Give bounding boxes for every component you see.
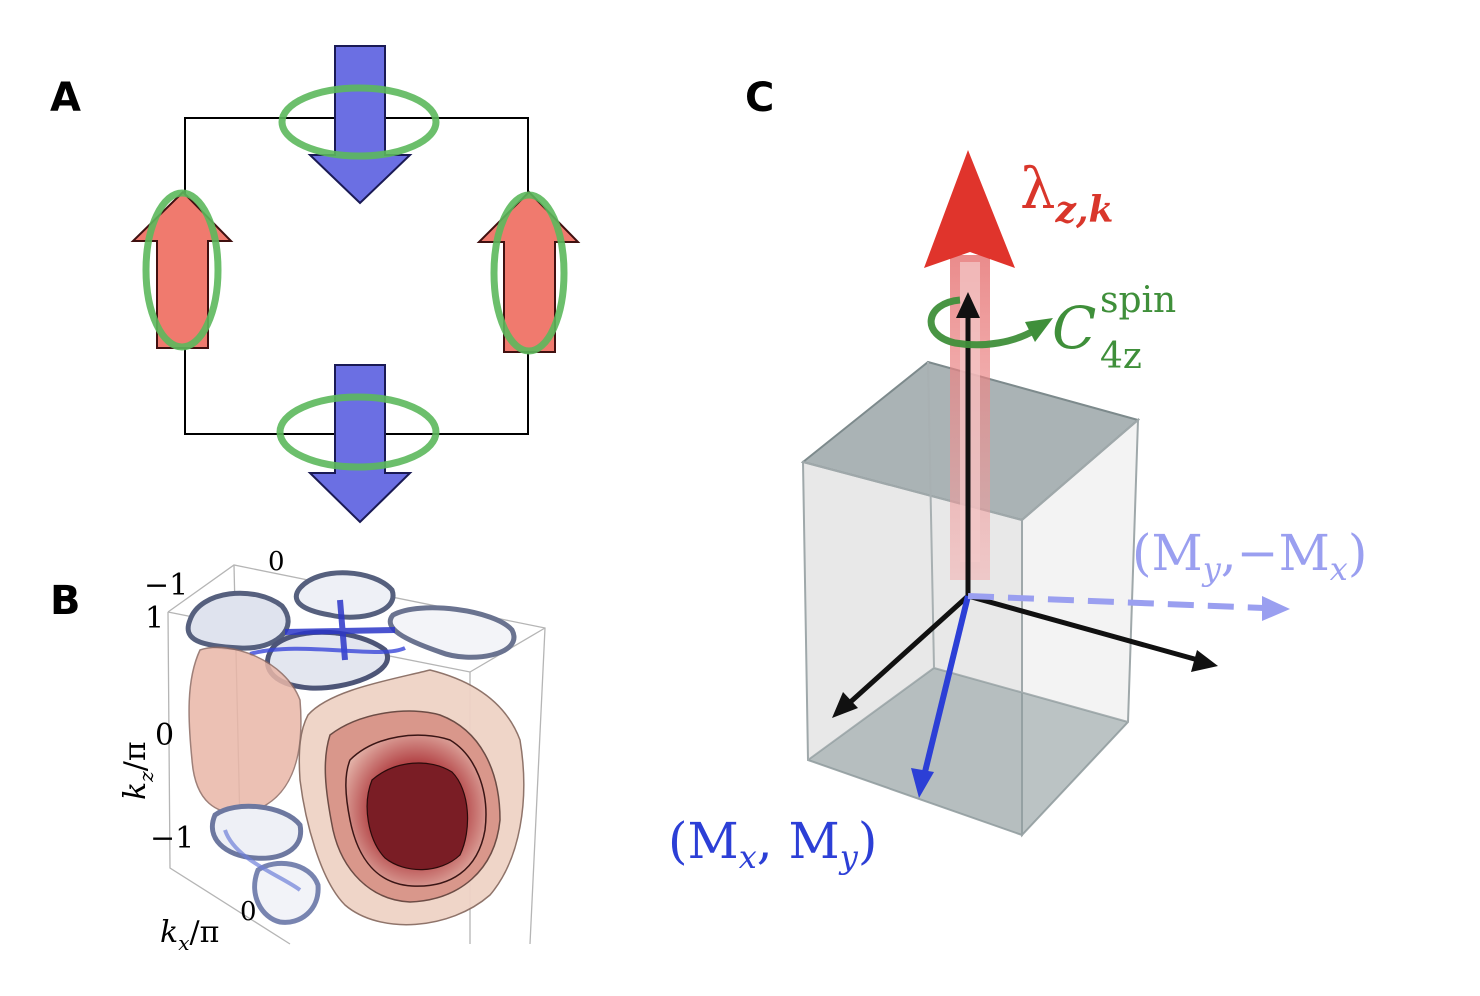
kz-sub: z	[134, 771, 158, 783]
vector-mx-my	[911, 595, 971, 798]
spin-arrow-right-up	[476, 190, 581, 355]
kx-pi: /π	[189, 915, 219, 950]
red-pocket	[298, 669, 525, 926]
mx-my-sub-y: y	[838, 838, 859, 876]
tick-kx-0: 0	[240, 897, 257, 927]
my-mx-close: )	[1348, 524, 1368, 582]
lambda-symbol: λ	[1020, 157, 1056, 222]
panel-b-fermi-surface: −1 0 1 0 −1 0 kz/π kx/π	[118, 547, 546, 955]
axis-label-kx: kx/π	[160, 915, 219, 955]
my-minus-mx-label: (My,−Mx)	[1132, 524, 1367, 588]
tick-top-1: 1	[145, 601, 164, 636]
bottom-contours	[209, 803, 321, 925]
c4z-spin-label: C spin 4z	[1052, 280, 1176, 377]
mx-my-close: )	[858, 812, 878, 870]
spin-arrow-bottom-down	[276, 364, 440, 524]
rotation-arrow-icon	[927, 296, 1053, 349]
panel-label-c: C	[745, 75, 775, 121]
ring-top	[278, 84, 440, 160]
kz-pi: /π	[118, 741, 153, 771]
vector-my-minus-mx	[967, 593, 1290, 621]
panel-a-diagram	[130, 45, 581, 524]
top-face-contours	[185, 570, 517, 691]
ring-bottom	[276, 393, 440, 471]
spin-axes	[832, 292, 1218, 718]
tick-low-minus1: −1	[150, 821, 194, 856]
panel-b-axis-labels: −1 0 1 0 −1 0 kz/π kx/π	[118, 547, 285, 955]
kx-k: k	[160, 915, 178, 950]
mx-my-mid: , M	[757, 812, 840, 870]
tick-mid-0: 0	[155, 718, 174, 753]
mx-my-sub-x: x	[739, 838, 757, 876]
c4z-superscript: spin	[1100, 280, 1176, 321]
c4z-main: C	[1052, 294, 1096, 362]
spin-arrow-top-down	[278, 45, 440, 205]
my-mx-mid: ,−M	[1221, 524, 1330, 582]
my-mx-open: (M	[1132, 524, 1203, 582]
ring-left	[142, 189, 222, 351]
kx-sub: x	[178, 931, 189, 955]
my-mx-sub-x: x	[1330, 550, 1348, 588]
axis-label-kz: kz/π	[118, 741, 158, 800]
panel-label-b: B	[50, 578, 81, 624]
panel-c-symmetry-diagram: λz,k C spin 4z (Mx, My) (My,−Mx)	[668, 150, 1367, 876]
kz-k: k	[118, 782, 153, 800]
ring-right	[490, 191, 568, 355]
mx-my-open: (M	[668, 812, 739, 870]
c4z-subscript: 4z	[1100, 336, 1142, 377]
tick-zero-cut: 0	[268, 547, 285, 577]
panel-label-a: A	[50, 75, 81, 121]
spin-arrow-left-up	[130, 189, 234, 351]
lambda-subscript: z,k	[1055, 189, 1114, 231]
tick-top-minus1: −1	[144, 568, 188, 603]
lambda-label: λz,k	[1020, 157, 1113, 231]
my-mx-sub-y: y	[1201, 550, 1222, 588]
svg-text:kz/π: kz/π	[118, 741, 158, 800]
mx-my-label: (Mx, My)	[668, 812, 877, 876]
